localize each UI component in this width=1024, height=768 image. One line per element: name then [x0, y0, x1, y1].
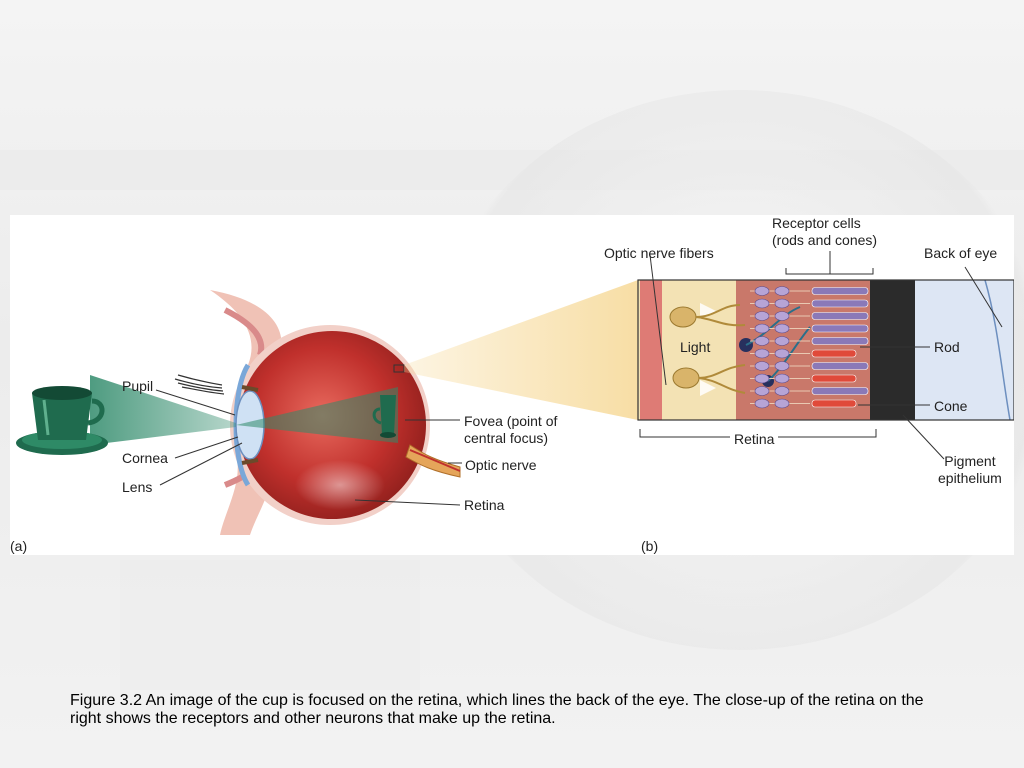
- label-light: Light: [680, 339, 711, 355]
- label-pupil: Pupil: [122, 378, 154, 394]
- light-arrows: [700, 303, 716, 396]
- rod-cell: [750, 311, 869, 321]
- focused-beam: [236, 387, 398, 443]
- eye-diagram: [16, 251, 1014, 535]
- retinal-image-icon: [372, 395, 396, 438]
- cone-cell: [750, 398, 857, 409]
- zoom-cone: [404, 280, 638, 420]
- leader-lines-a: [155, 389, 462, 506]
- label-optic-nerve-fibers: Optic nerve fibers: [604, 245, 714, 261]
- panel-b-tag: (b): [641, 538, 659, 554]
- label-receptor-cells: Receptor cells (rods and cones): [772, 215, 878, 248]
- label-rod: Rod: [934, 339, 960, 355]
- label-lens: Lens: [122, 479, 153, 495]
- label-back-of-eye: Back of eye: [924, 245, 998, 261]
- panel-a-tag: (a): [10, 538, 28, 554]
- cone-cell: [750, 348, 857, 359]
- rod-cell: [750, 386, 869, 396]
- light-beam-icon: [90, 375, 236, 445]
- rod-cell: [750, 336, 869, 346]
- label-retina-a: Retina: [464, 497, 505, 513]
- rod-cell: [750, 361, 869, 371]
- label-cone: Cone: [934, 398, 968, 414]
- label-optic-nerve: Optic nerve: [465, 457, 537, 473]
- rod-cell: [750, 286, 869, 296]
- rod-cell: [750, 298, 869, 309]
- leader-lines-b: [639, 251, 1003, 460]
- label-cornea: Cornea: [122, 450, 168, 466]
- background-block: [120, 560, 420, 690]
- label-pigment-epithelium: Pigment epithelium: [938, 453, 1002, 486]
- cone-cell: [750, 373, 857, 384]
- optic-nerve-shape: [405, 444, 461, 478]
- figure-caption: Figure 3.2 An image of the cup is focuse…: [70, 692, 924, 727]
- rod-cell: [750, 323, 869, 334]
- label-retina-b: Retina: [730, 431, 779, 448]
- figure-panel: Pupil Cornea Lens Fovea (point of centra…: [10, 215, 1014, 555]
- label-fovea: Fovea (point of central focus): [464, 413, 558, 446]
- receptor-rows: [750, 286, 869, 409]
- eyelashes: [174, 374, 225, 395]
- cup-icon: [16, 386, 108, 455]
